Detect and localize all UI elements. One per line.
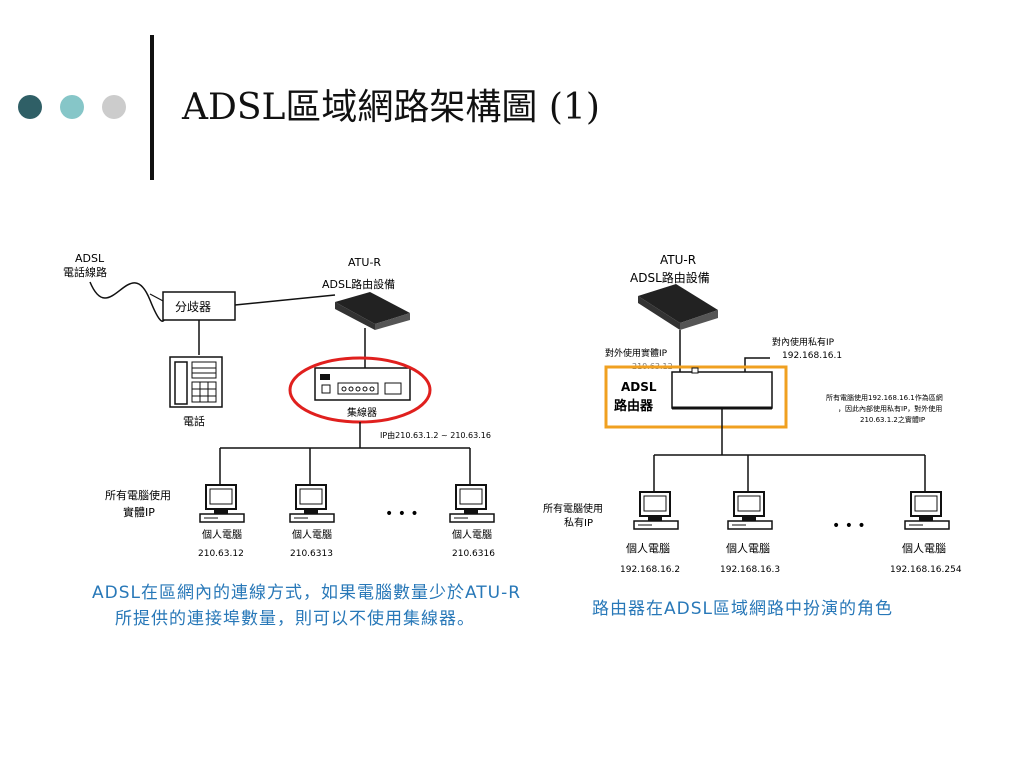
ip-range-label: IP由210.63.1.2 ~ 210.63.16 bbox=[380, 430, 491, 440]
left-diagram: ADSL 電話線路 分歧器 ATU-R ADSL路由設備 bbox=[63, 252, 495, 559]
router-label-2: 路由器 bbox=[614, 398, 654, 414]
pc-ip: 192.168.16.254 bbox=[890, 565, 962, 575]
pc-label: 個人電腦 bbox=[202, 528, 242, 541]
note-line-2: ，因此內部使用私有IP，對外使用 bbox=[838, 404, 942, 413]
ellipsis: • • • bbox=[832, 518, 866, 534]
atu-r-sublabel: ADSL路由設備 bbox=[630, 270, 710, 285]
pc-label: 個人電腦 bbox=[626, 541, 670, 555]
phone-icon bbox=[169, 356, 223, 408]
dot-gray bbox=[102, 95, 126, 119]
internal-ip-value: 192.168.16.1 bbox=[782, 351, 842, 361]
all-pcs-label-1: 所有電腦使用 bbox=[105, 488, 171, 502]
left-caption-line-2: 所提供的連接埠數量，則可以不使用集線器。 bbox=[115, 609, 475, 629]
pc-icon bbox=[904, 491, 950, 530]
atu-r-device bbox=[638, 284, 718, 330]
note-line-3: 210.63.1.2之實體IP bbox=[860, 415, 925, 424]
left-caption-line-1: ADSL在區網內的連線方式，如果電腦數量少於ATU-R bbox=[92, 583, 522, 603]
atu-r-label: ATU-R bbox=[348, 256, 381, 269]
pc-icon bbox=[199, 484, 245, 523]
phone-label: 電話 bbox=[183, 414, 205, 428]
internal-ip-label: 對內使用私有IP bbox=[772, 336, 835, 348]
external-ip-label: 對外使用實體IP bbox=[605, 347, 668, 359]
all-pcs-label-2: 私有IP bbox=[564, 516, 593, 529]
ellipsis: • • • bbox=[385, 506, 419, 522]
title-divider bbox=[150, 35, 154, 180]
pc-icon bbox=[727, 491, 773, 530]
pc-label: 個人電腦 bbox=[902, 541, 946, 555]
splitter-label: 分歧器 bbox=[175, 300, 211, 314]
adsl-line-label-2: 電話線路 bbox=[63, 265, 107, 279]
atu-r-label: ATU-R bbox=[660, 253, 696, 267]
pc-label: 個人電腦 bbox=[292, 528, 332, 541]
all-pcs-label-2: 實體IP bbox=[123, 505, 155, 519]
pc-ip: 210.6316 bbox=[452, 549, 495, 559]
router-device bbox=[671, 367, 773, 410]
atu-r-sublabel: ADSL路由設備 bbox=[322, 277, 395, 291]
note-line-1: 所有電腦使用192.168.16.1作為區網 bbox=[826, 393, 943, 402]
pc-label: 個人電腦 bbox=[726, 541, 770, 555]
pc-icon bbox=[289, 484, 335, 523]
hub-device bbox=[314, 367, 411, 401]
dot-teal bbox=[60, 95, 84, 119]
pc-label: 個人電腦 bbox=[452, 528, 492, 541]
router-label-1: ADSL bbox=[621, 380, 657, 394]
pc-icon bbox=[633, 491, 679, 530]
all-pcs-label-1: 所有電腦使用 bbox=[543, 502, 603, 515]
pc-ip: 210.63.12 bbox=[198, 549, 244, 559]
pc-ip: 210.6313 bbox=[290, 549, 333, 559]
hub-label: 集線器 bbox=[347, 406, 377, 419]
router-highlight-box bbox=[604, 365, 788, 429]
pc-ip: 192.168.16.2 bbox=[620, 565, 680, 575]
right-caption: 路由器在ADSL區域網路中扮演的角色 bbox=[592, 599, 893, 619]
phone-line-wire bbox=[89, 281, 167, 322]
pc-ip: 192.168.16.3 bbox=[720, 565, 780, 575]
atu-r-device bbox=[335, 292, 410, 330]
adsl-line-label-1: ADSL bbox=[75, 252, 105, 265]
dot-dark bbox=[18, 95, 42, 119]
pc-icon bbox=[449, 484, 495, 523]
right-diagram: ATU-R ADSL路由設備 對內使用私有IP 192.168.16.1 對外使… bbox=[543, 253, 962, 575]
slide-title: ADSL區域網路架構圖 (1) bbox=[182, 87, 600, 128]
